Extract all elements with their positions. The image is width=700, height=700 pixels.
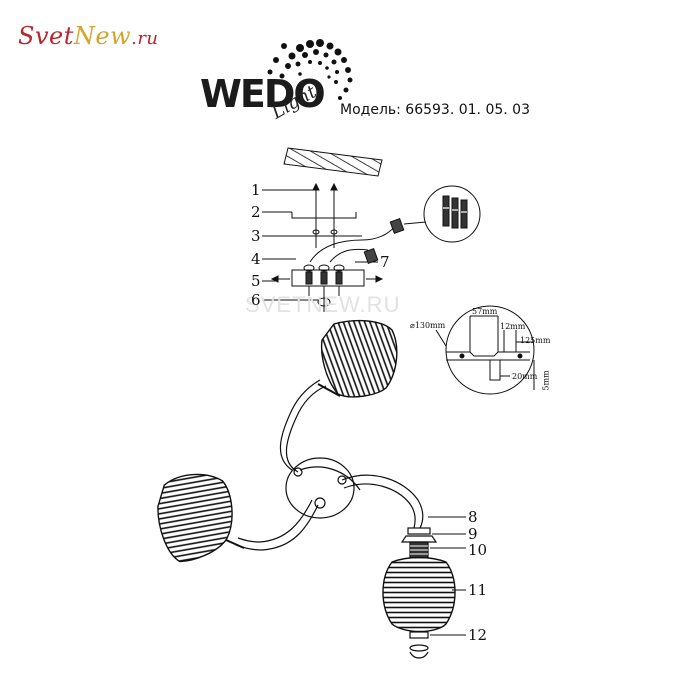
site-logo: SvetNew.ru (18, 22, 159, 50)
mounting-assembly (262, 182, 481, 312)
model-label: Модель: 66593. 01. 05. 03 (340, 102, 530, 118)
callout-3: 3 (251, 227, 261, 245)
shade-upper (317, 319, 398, 398)
callout-6: 6 (251, 291, 261, 309)
callout-8: 8 (468, 508, 478, 526)
chandelier-body (235, 379, 424, 551)
callout-4: 4 (251, 250, 261, 268)
callout-2: 2 (251, 203, 261, 221)
callout-12: 12 (468, 626, 488, 644)
callout-1: 1 (251, 181, 261, 199)
callout-7: 7 (380, 253, 390, 271)
dimension-detail (435, 305, 535, 395)
site-logo-part3: .ru (131, 28, 159, 49)
callout-9: 9 (468, 525, 478, 543)
site-logo-part1: Svet (18, 22, 74, 50)
dimension-20: 20mm (512, 372, 538, 381)
callout-10: 10 (468, 541, 488, 559)
callout-11: 11 (468, 581, 488, 599)
callout-5: 5 (251, 272, 261, 290)
callout-leaders-right (428, 516, 466, 636)
watermark: SVETNEW.RU (245, 292, 401, 317)
dimension-5: 5mm (541, 370, 551, 391)
dimension-12: 12mm (500, 322, 526, 331)
brand-logo: WEDO (200, 72, 326, 116)
shade-left (157, 473, 245, 563)
ceiling-plate (283, 147, 383, 177)
brand-swirl-icon (267, 39, 353, 100)
shade-bottom (382, 527, 456, 659)
dimension-125: 125mm (520, 336, 551, 345)
dimension-diameter: ⌀130mm (410, 321, 446, 330)
dimension-57: 57mm (472, 307, 498, 316)
site-logo-part2: New (73, 22, 132, 50)
